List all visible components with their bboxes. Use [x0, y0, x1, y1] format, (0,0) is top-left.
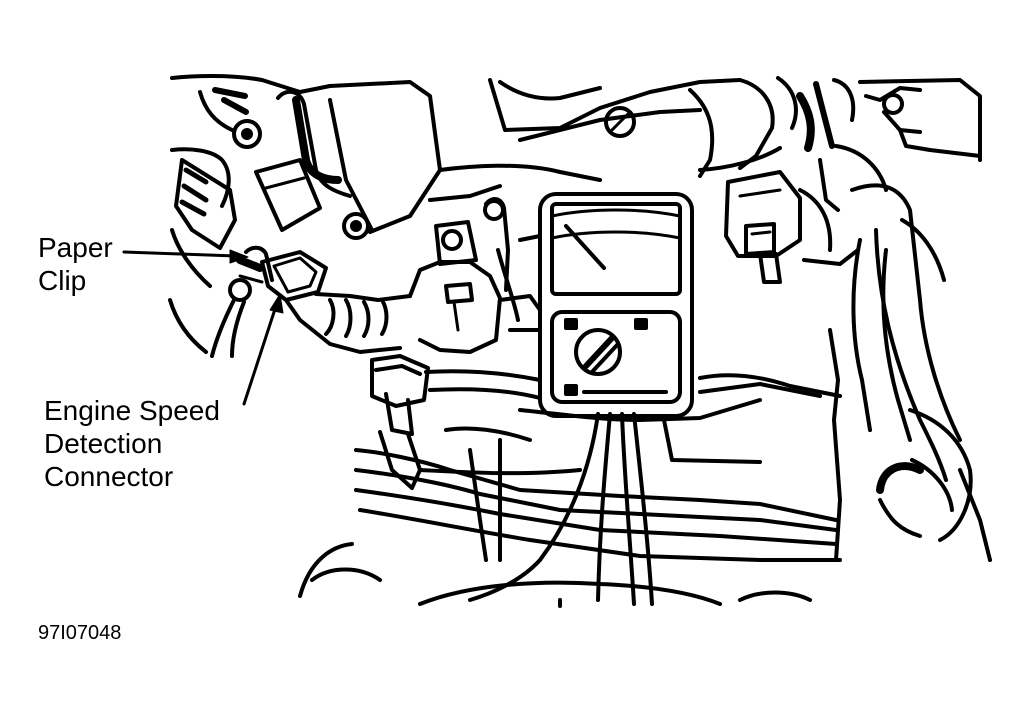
- leader-lines: [122, 249, 284, 406]
- connector-leader: [242, 304, 278, 406]
- paper-clip-label: Paper Clip: [38, 231, 113, 297]
- upper-bracket: [254, 80, 442, 240]
- paper-clip-arrowhead: [229, 249, 249, 264]
- connector-arrowhead: [269, 293, 284, 314]
- engine-speed-connector-label-line-1: Engine Speed: [44, 395, 220, 426]
- paper-clip-leader: [122, 250, 238, 258]
- engine-speed-connector-label-line-2: Detection: [44, 428, 163, 459]
- engine-speed-detection-connector: [210, 245, 412, 358]
- lower-intake: [298, 448, 812, 608]
- paper-clip-label-line-1: Paper: [38, 232, 113, 263]
- paper-clip-label-line-2: Clip: [38, 265, 87, 296]
- center-harness: [408, 197, 542, 354]
- engine-speed-connector-label-line-3: Connector: [44, 461, 174, 492]
- engine-speed-connector-label: Engine Speed Detection Connector: [44, 394, 220, 493]
- right-hoses: [828, 183, 992, 562]
- tester-leads: [468, 412, 654, 606]
- engine-hardware-right: [724, 76, 982, 284]
- lower-wiring-harness: [354, 354, 842, 562]
- engine-block-top: [428, 78, 782, 202]
- engine-tachometer-tester: [538, 192, 694, 418]
- engine-housing-top-left: [168, 74, 332, 354]
- figure-id: 97I07048: [38, 622, 122, 644]
